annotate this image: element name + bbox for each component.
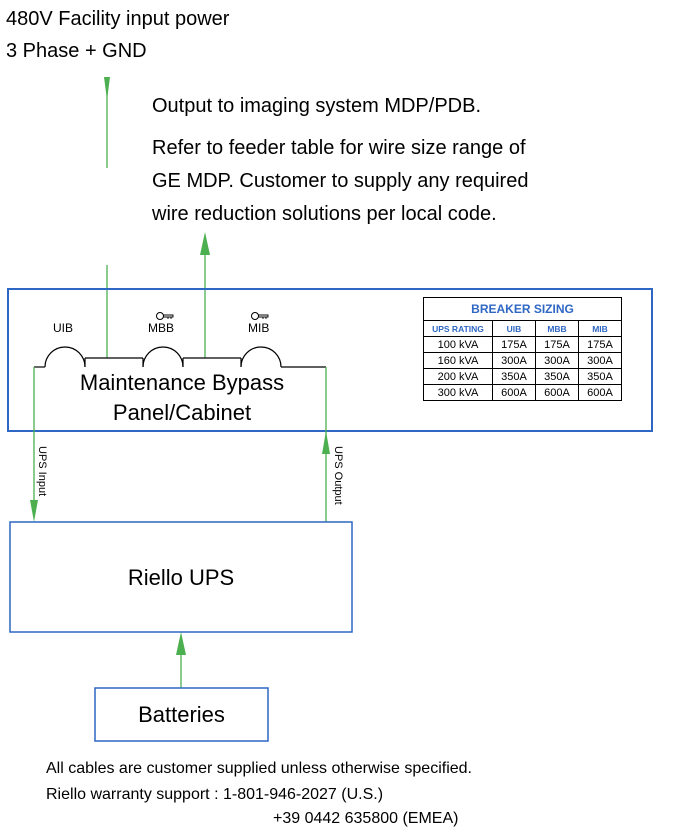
ups-label: Riello UPS	[127, 565, 235, 590]
key-icon	[251, 312, 269, 320]
table-header-cell: MBB	[535, 320, 579, 337]
batteries-label: Batteries	[138, 702, 225, 727]
table-cell: 350A	[578, 368, 622, 385]
table-row: 160 kVA 300A 300A 300A	[423, 352, 622, 369]
table-row: 200 kVA 350A 350A 350A	[423, 368, 622, 385]
table-cell: 200 kVA	[423, 368, 493, 385]
table-header-cell: MIB	[578, 320, 622, 337]
footer-warranty-emea: +39 0442 635800 (EMEA)	[273, 810, 459, 827]
table-cell: 600A	[492, 384, 536, 401]
facility-power-label: 480V Facility input power	[6, 8, 230, 30]
panel-label-line2: Panel/Cabinet	[112, 400, 252, 425]
table-cell: 300A	[535, 352, 579, 369]
table-cell: 300A	[492, 352, 536, 369]
table-cell: 350A	[535, 368, 579, 385]
table-cell: 175A	[492, 336, 536, 353]
table-cell: 175A	[535, 336, 579, 353]
ups-output-label: UPS Output	[332, 446, 344, 505]
table-header-cell: UPS RATING	[423, 320, 493, 337]
ups-input-label: UPS Input	[36, 446, 48, 497]
mdp-output-arrowhead	[200, 232, 210, 255]
breaker-label-mib: MIB	[248, 321, 270, 335]
table-header-cell: UIB	[492, 320, 536, 337]
battery-arrowhead	[176, 632, 186, 655]
table-cell: 300A	[578, 352, 622, 369]
panel-label-line1: Maintenance Bypass	[79, 370, 285, 395]
footer-warranty-us: Riello warranty support : 1-801-946-2027…	[46, 786, 384, 803]
ups-input-arrowhead	[30, 500, 38, 522]
breaker-sizing-table-container: BREAKER SIZING UPS RATING UIB MBB MIB 10…	[423, 297, 622, 401]
table-cell: 100 kVA	[423, 336, 493, 353]
breaker-label-mbb: MBB	[148, 321, 175, 335]
table-cell: 600A	[535, 384, 579, 401]
output-note-line2: Refer to feeder table for wire size rang…	[152, 137, 526, 159]
breaker-label-uib: UIB	[53, 321, 74, 335]
table-cell: 600A	[578, 384, 622, 401]
panel-label: Maintenance Bypass Panel/Cabinet	[40, 368, 324, 428]
ups-output-arrowhead	[322, 431, 330, 454]
table-row: 300 kVA 600A 600A 600A	[423, 384, 622, 401]
table-row: 100 kVA 175A 175A 175A	[423, 336, 622, 353]
breaker-sizing-table: BREAKER SIZING UPS RATING UIB MBB MIB 10…	[423, 297, 622, 401]
table-cell: 350A	[492, 368, 536, 385]
uib-breaker-arc	[44, 346, 86, 368]
output-note-line3: GE MDP. Customer to supply any required	[152, 170, 529, 192]
table-cell: 300 kVA	[423, 384, 493, 401]
footer-cables-note: All cables are customer supplied unless …	[46, 760, 472, 777]
mib-breaker-arc	[240, 346, 282, 368]
panel-outline	[7, 288, 653, 432]
table-cell: 160 kVA	[423, 352, 493, 369]
output-note-line4: wire reduction solutions per local code.	[152, 203, 497, 225]
batteries-box	[94, 687, 269, 742]
breaker-sizing-title: BREAKER SIZING	[423, 297, 622, 321]
key-icon	[156, 312, 174, 320]
facility-phase-label: 3 Phase + GND	[6, 40, 147, 62]
table-cell: 175A	[578, 336, 622, 353]
output-note-line1: Output to imaging system MDP/PDB.	[152, 95, 482, 117]
facility-input-arrowhead	[104, 77, 110, 100]
mbb-breaker-arc	[142, 346, 184, 368]
